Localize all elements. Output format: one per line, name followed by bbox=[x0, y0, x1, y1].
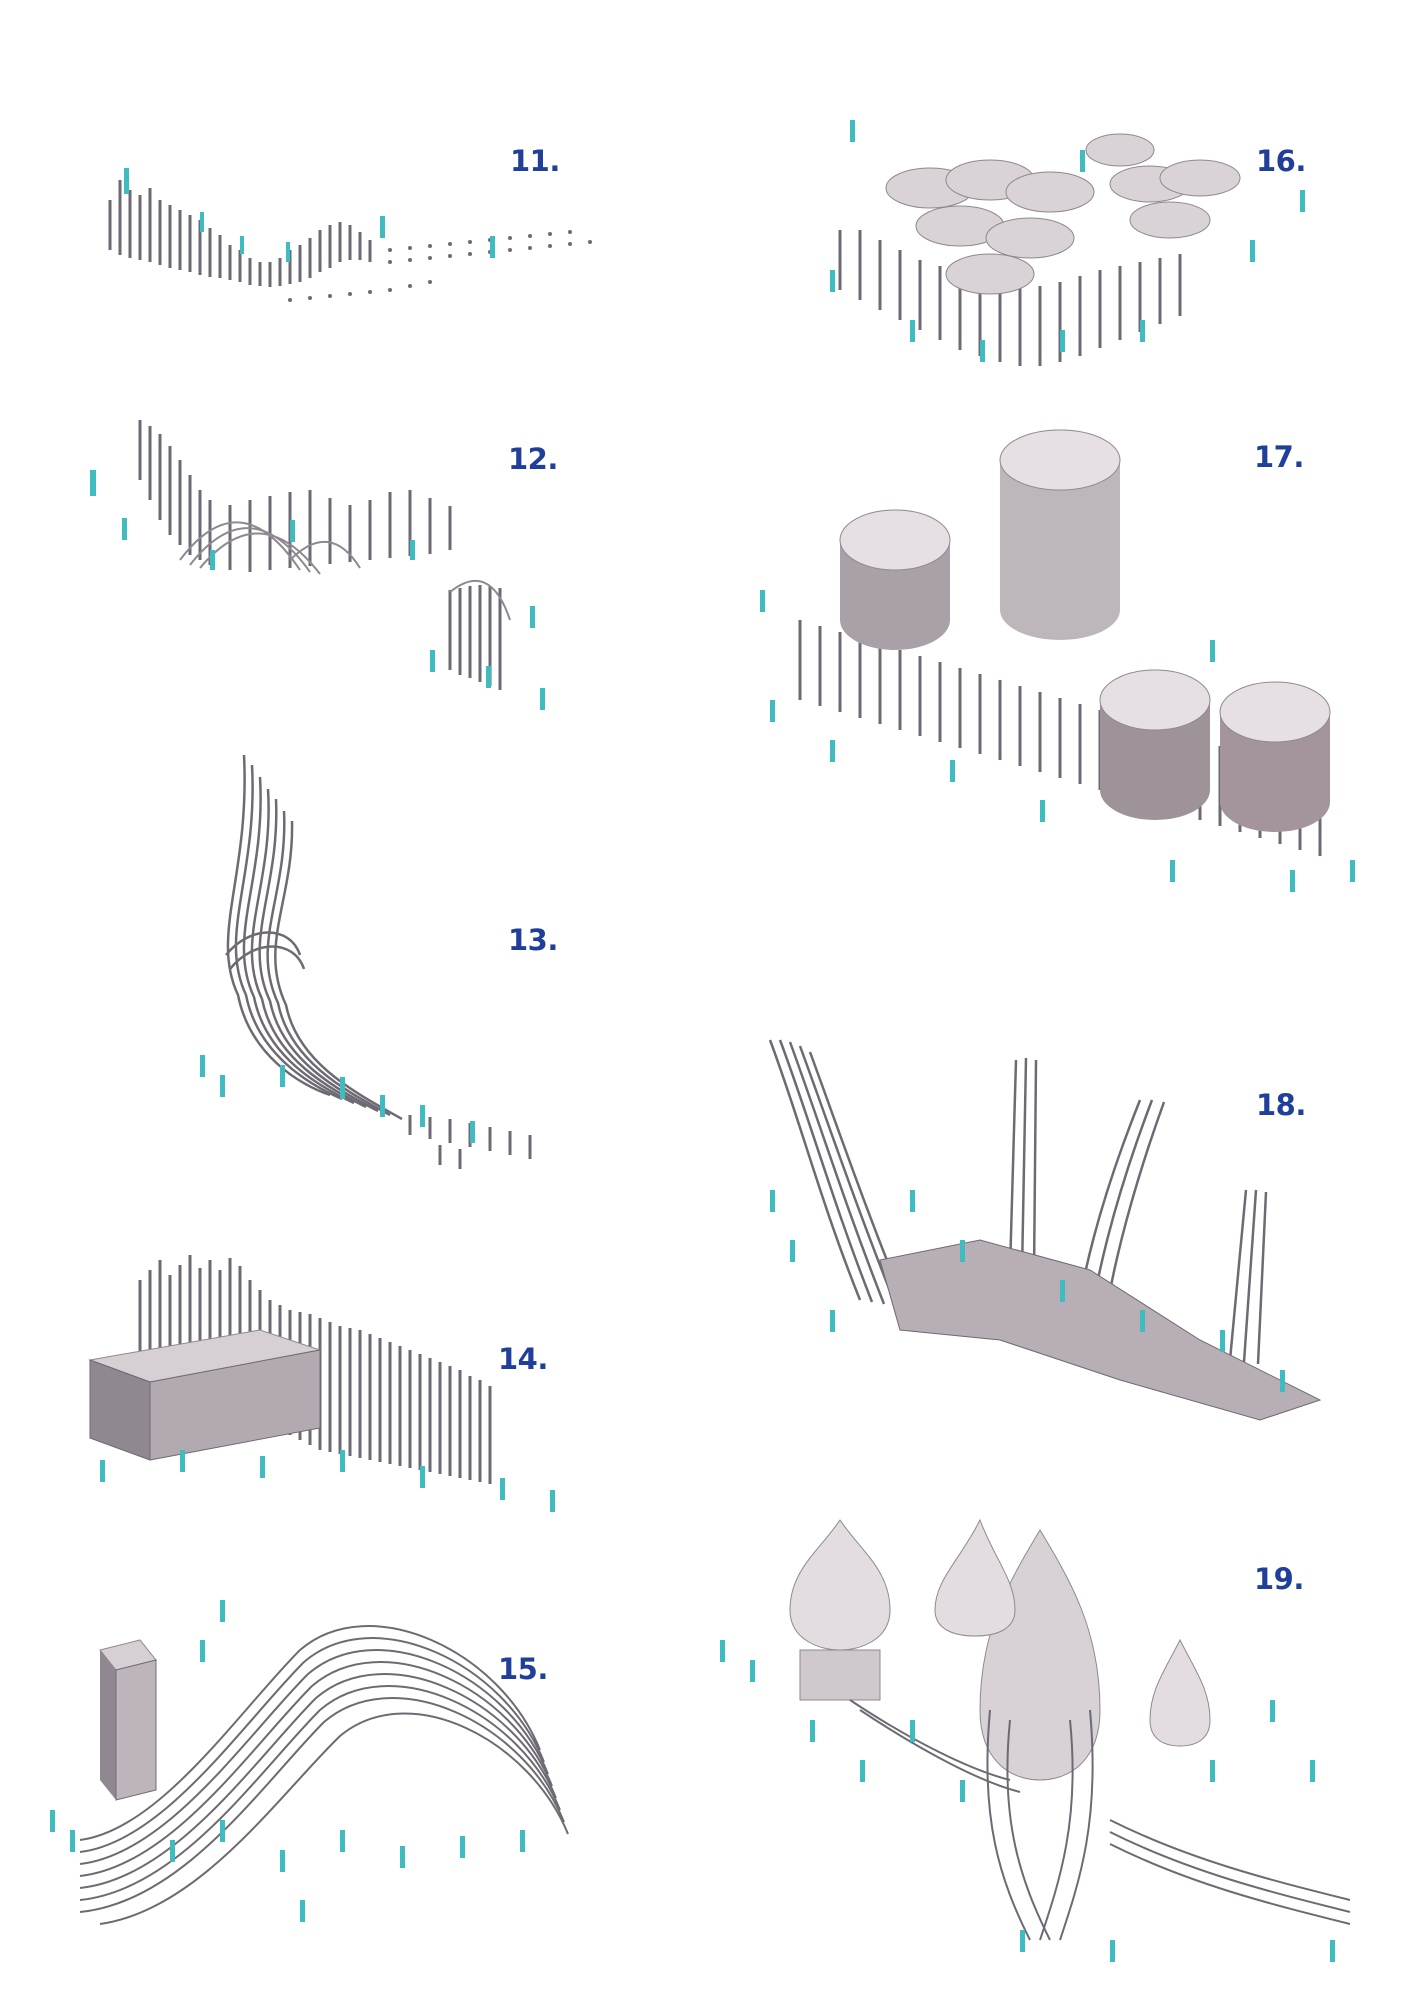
ribbon-15 bbox=[79, 1625, 569, 1925]
panel-label: 16. bbox=[1256, 144, 1306, 178]
panel-12: 12. bbox=[90, 420, 610, 730]
people-12 bbox=[90, 470, 545, 710]
panel-label: 19. bbox=[1254, 1562, 1304, 1596]
panel-19: 19. bbox=[710, 1518, 1390, 1980]
people-15 bbox=[50, 1600, 525, 1922]
panel-label: 11. bbox=[510, 144, 560, 178]
cylinders-17 bbox=[839, 429, 1331, 832]
illustration-16 bbox=[830, 120, 1305, 366]
panel-label: 13. bbox=[508, 923, 558, 957]
illustration-17 bbox=[760, 429, 1355, 892]
panel-15: 15. bbox=[40, 1590, 600, 1940]
panel-18: 18. bbox=[760, 1039, 1340, 1450]
panel-label: 18. bbox=[1256, 1088, 1306, 1122]
disc-canopies-16 bbox=[885, 133, 1241, 295]
panel-11: 11. bbox=[90, 144, 610, 320]
people-19 bbox=[720, 1640, 1335, 1962]
people-18 bbox=[770, 1190, 1285, 1392]
rod-field-11 bbox=[108, 180, 372, 287]
panel-label: 12. bbox=[508, 442, 558, 476]
panel-14: 14. bbox=[80, 1240, 600, 1530]
illustration-19 bbox=[720, 1518, 1351, 1962]
panel-17: 17. bbox=[750, 429, 1380, 920]
people-11 bbox=[124, 168, 495, 262]
floor-18 bbox=[879, 1239, 1322, 1421]
people-14 bbox=[100, 1450, 555, 1512]
panel-label: 17. bbox=[1254, 440, 1304, 474]
panel-16: 16. bbox=[820, 90, 1340, 390]
panel-13: 13. bbox=[190, 754, 590, 1185]
illustration-18 bbox=[768, 1039, 1322, 1421]
illustration-12 bbox=[90, 420, 545, 710]
panel-label: 14. bbox=[498, 1342, 548, 1376]
block-15 bbox=[99, 1639, 157, 1801]
tower-rods-13 bbox=[225, 754, 403, 1121]
illustration-13 bbox=[200, 754, 532, 1169]
people-17 bbox=[760, 590, 1355, 892]
rib-rods-19 bbox=[849, 1699, 1351, 1941]
people-13 bbox=[200, 1055, 475, 1143]
rod-field-12 bbox=[138, 420, 502, 690]
people-16 bbox=[830, 120, 1305, 362]
illustration-15 bbox=[50, 1600, 569, 1925]
illustration-14 bbox=[88, 1255, 555, 1512]
block-14 bbox=[88, 1329, 322, 1461]
onion-domes-19 bbox=[789, 1518, 1211, 1781]
horn-rods-18 bbox=[768, 1039, 1268, 1365]
arches-12 bbox=[179, 521, 511, 621]
dot-grid-11 bbox=[288, 230, 592, 302]
panel-label: 15. bbox=[498, 1652, 548, 1686]
illustration-11 bbox=[108, 168, 592, 302]
